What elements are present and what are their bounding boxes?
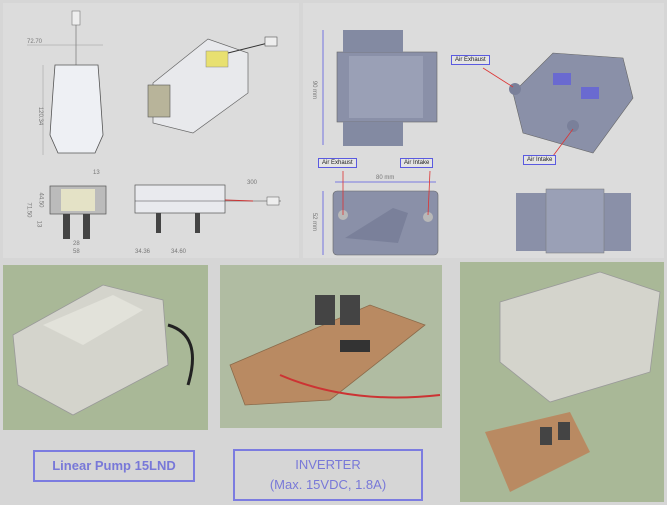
pump-caption: Linear Pump 15LND <box>33 450 195 482</box>
inverter-caption: INVERTER (Max. 15VDC, 1.8A) <box>233 449 423 501</box>
dim-label: 300 <box>247 180 258 186</box>
inverter-caption-title: INVERTER <box>295 457 361 472</box>
pump-cad-drawing: 90 mm 80 mm 52 mm Air Exhaust Air Intake… <box>303 3 664 258</box>
dim-label: 34.36 <box>135 249 151 255</box>
inverter-photo <box>220 265 442 428</box>
dim-label: 72.70 <box>27 39 43 45</box>
dim-label: 71.50 <box>25 202 32 218</box>
pump-drawing-views <box>27 10 281 239</box>
dim-label: 58 <box>73 249 80 255</box>
dim-label: 13 <box>35 220 42 228</box>
dim-label: 44.50 <box>37 192 44 208</box>
air-exhaust-callout: Air Exhaust <box>318 158 357 168</box>
dim-label: 28 <box>73 241 80 247</box>
dim-width-label: 80 mm <box>376 175 395 181</box>
air-intake-callout: Air Intake <box>523 155 557 165</box>
pump-technical-drawing: 72.70 120.34 13 71.50 44.50 13 28 58 300… <box>3 3 299 258</box>
pump-photo <box>3 265 208 430</box>
dim-label: 120.34 <box>37 106 44 126</box>
pump-caption-text: Linear Pump 15LND <box>52 458 176 473</box>
cad-views <box>322 30 634 256</box>
inverter-caption-spec: (Max. 15VDC, 1.8A) <box>269 477 387 492</box>
dim-depth-label: 52 mm <box>311 212 318 232</box>
assembly-photo <box>460 262 664 502</box>
dim-height-label: 90 mm <box>311 80 318 100</box>
dim-label: 34.60 <box>171 249 187 255</box>
air-exhaust-callout: Air Exhaust <box>451 55 490 65</box>
air-intake-callout: Air Intake <box>400 158 434 168</box>
dim-label: 13 <box>93 170 100 176</box>
